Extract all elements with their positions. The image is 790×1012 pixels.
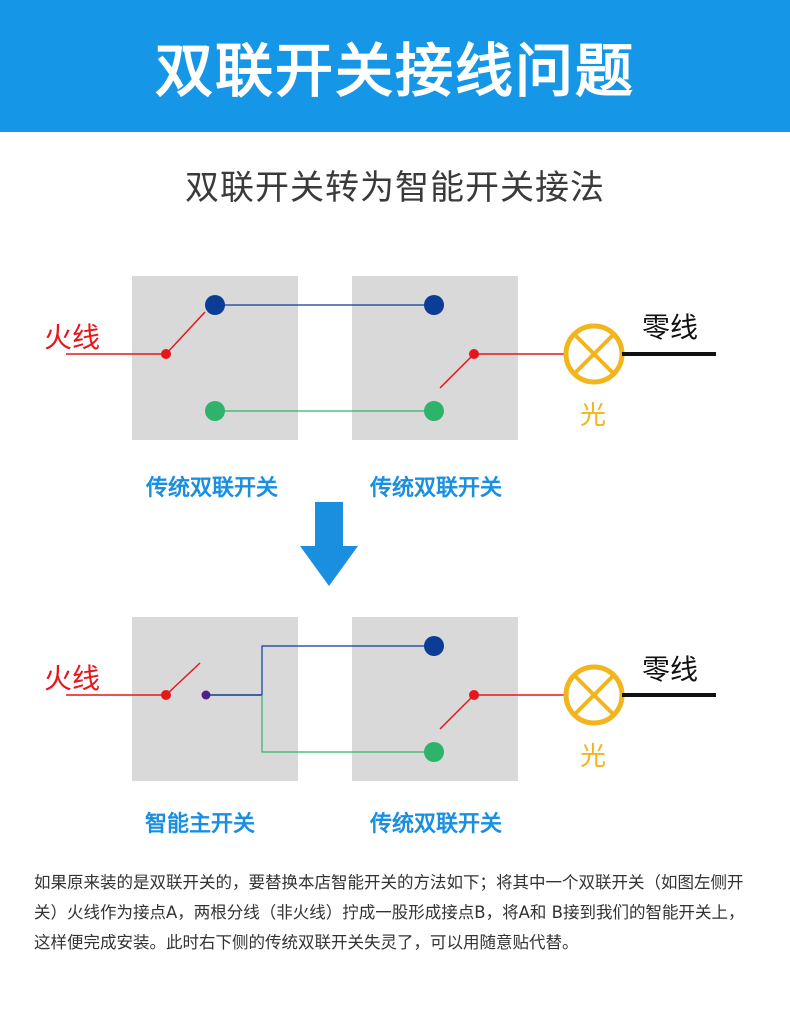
bottom-right-switch-label: 传统双联开关 [369, 812, 502, 837]
top-left-blue-terminal [205, 295, 225, 315]
bottom-blue-traveler [261, 645, 434, 695]
bottom-left-switch-label: 智能主开关 [144, 812, 255, 837]
top-light-label: 光 [580, 401, 607, 431]
top-live-label: 火线 [44, 321, 101, 354]
bottom-right-blue-terminal [424, 636, 444, 656]
bottom-green-traveler [261, 695, 434, 753]
top-left-switch-label: 传统双联开关 [145, 476, 278, 501]
bottom-right-lever [439, 694, 475, 730]
bottom-live-label: 火线 [44, 662, 101, 695]
top-neutral-label: 零线 [642, 311, 699, 344]
top-right-switch-label: 传统双联开关 [369, 476, 502, 501]
bottom-left-switch-panel [132, 617, 298, 781]
top-right-lever [439, 353, 475, 389]
header-banner: 双联开关接线问题 [0, 0, 790, 132]
top-right-green-terminal [424, 401, 444, 421]
down-arrow-icon [300, 502, 358, 586]
bottom-light-label: 光 [580, 742, 607, 772]
page-title: 双联开关接线问题 [154, 37, 635, 105]
bottom-neutral-label: 零线 [642, 653, 699, 686]
bottom-right-green-terminal [424, 742, 444, 762]
diagram-subtitle: 双联开关转为智能开关接法 [185, 168, 605, 208]
top-left-green-terminal [205, 401, 225, 421]
description-text: 如果原来装的是双联开关的，要替换本店智能开关的方法如下；将其中一个双联开关（如图… [34, 873, 745, 952]
top-left-lever [165, 311, 206, 355]
smart-switch-lever [165, 662, 201, 696]
top-right-blue-terminal [424, 295, 444, 315]
